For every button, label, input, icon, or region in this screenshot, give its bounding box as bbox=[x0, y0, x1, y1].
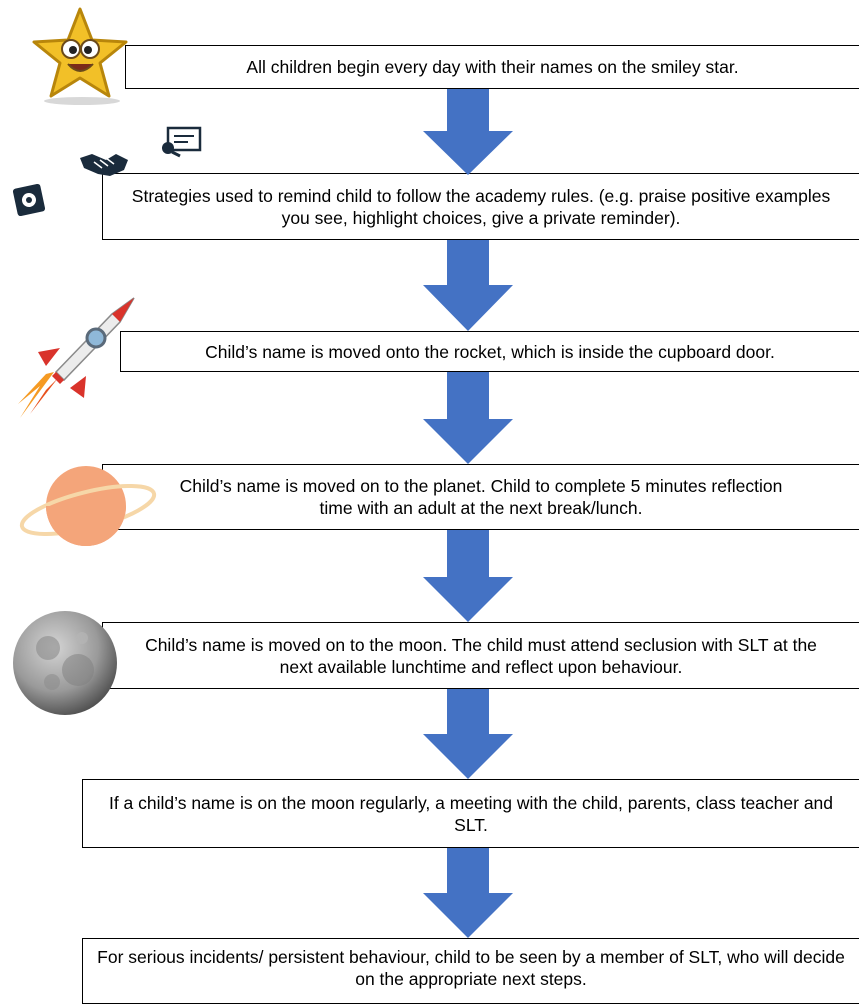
step-4-box: Child’s name is moved on to the planet. … bbox=[102, 464, 859, 530]
arrow-down-3 bbox=[423, 372, 513, 464]
arrow-down-4 bbox=[423, 530, 513, 622]
rocket-icon bbox=[18, 297, 135, 418]
smiley-star-icon bbox=[32, 7, 128, 105]
step-6-box: If a child’s name is on the moon regular… bbox=[82, 779, 859, 848]
step-1-box: All children begin every day with their … bbox=[125, 45, 859, 89]
safe-icon bbox=[12, 183, 46, 217]
step-3-text: Child’s name is moved onto the rocket, w… bbox=[205, 341, 775, 362]
step-1-text: All children begin every day with their … bbox=[246, 57, 739, 77]
arrow-down-1 bbox=[423, 89, 513, 175]
certificate-icon bbox=[162, 126, 202, 158]
step-3-box: Child’s name is moved onto the rocket, w… bbox=[120, 331, 859, 372]
arrow-down-5 bbox=[423, 689, 513, 779]
step-6-text: If a child’s name is on the moon regular… bbox=[108, 792, 834, 835]
step-7-text: For serious incidents/ persistent behavi… bbox=[97, 947, 845, 989]
arrow-down-6 bbox=[423, 848, 513, 938]
step-5-text: Child’s name is moved on to the moon. Th… bbox=[145, 634, 817, 677]
step-5-box: Child’s name is moved on to the moon. Th… bbox=[102, 622, 859, 689]
moon-icon bbox=[13, 611, 117, 715]
step-2-box: Strategies used to remind child to follo… bbox=[102, 173, 859, 240]
planet-icon bbox=[19, 466, 157, 546]
step-2-text: Strategies used to remind child to follo… bbox=[131, 185, 831, 228]
step-7-box: For serious incidents/ persistent behavi… bbox=[82, 938, 859, 1004]
handshake-icon bbox=[80, 154, 128, 176]
arrow-down-2 bbox=[423, 240, 513, 331]
step-4-text: Child’s name is moved on to the planet. … bbox=[179, 476, 783, 518]
